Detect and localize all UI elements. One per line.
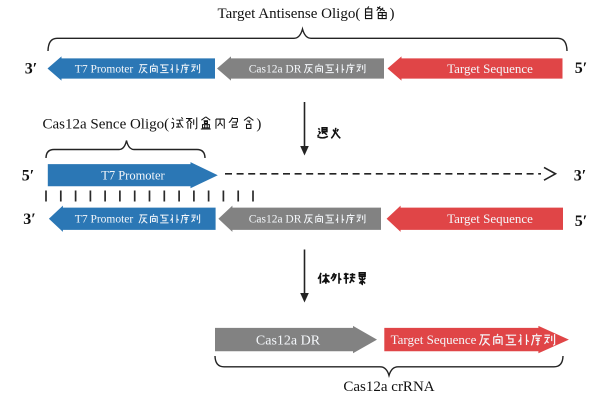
svg-text:3′: 3′ [574,168,587,185]
svg-text:5′: 5′ [575,60,588,77]
svg-text:Target Sequence: Target Sequence [447,61,533,76]
svg-text:T7 Promoter: T7 Promoter [75,63,134,75]
svg-text:Cas12a crRNA: Cas12a crRNA [343,379,434,395]
svg-text:): ) [390,6,395,22]
svg-text:5′: 5′ [575,213,588,230]
svg-text:): ) [256,117,261,133]
svg-text:T7 Promoter: T7 Promoter [101,168,165,182]
svg-text:T7 Promoter: T7 Promoter [75,214,134,226]
svg-text:Cas12a Sence Oligo(: Cas12a Sence Oligo( [43,117,170,133]
svg-text:Cas12a DR: Cas12a DR [249,63,302,75]
svg-text:Cas12a DR: Cas12a DR [249,214,302,226]
svg-text:Cas12a DR: Cas12a DR [256,333,321,348]
svg-text:Target Antisense Oligo(: Target Antisense Oligo( [218,6,361,22]
svg-text:5′: 5′ [22,168,35,185]
svg-text:3′: 3′ [25,61,38,78]
svg-text:Target Sequence: Target Sequence [391,332,477,347]
svg-text:3′: 3′ [23,211,36,228]
svg-text:Target Sequence: Target Sequence [447,211,533,226]
